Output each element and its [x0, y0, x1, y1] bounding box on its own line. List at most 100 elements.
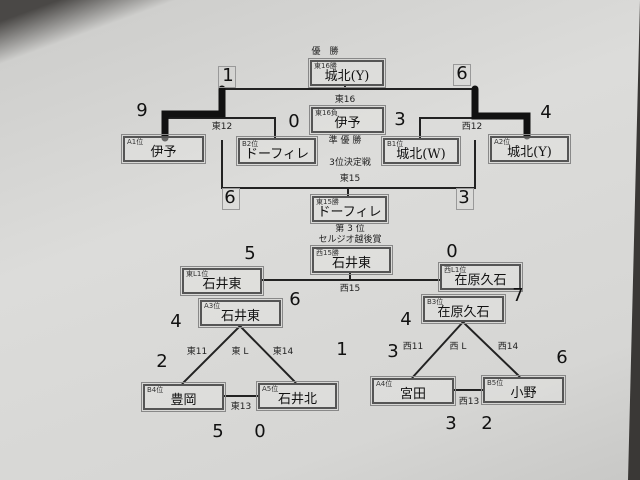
e13-label: 東13: [230, 402, 252, 412]
third-box: 東15勝ドーフィレ: [310, 194, 389, 224]
w15-label: 西15: [339, 284, 361, 294]
score-box: [222, 188, 240, 210]
score-a4-bottom: 3: [445, 413, 457, 434]
score-third-left: 6: [224, 187, 236, 208]
b1-box: B1位城北(W): [381, 136, 461, 166]
third-line: [221, 140, 476, 196]
wl1-box: 西L1位在原久石: [438, 262, 523, 292]
e11-label: 東11: [186, 347, 208, 357]
box-tag: 東16勝: [314, 62, 337, 70]
team-name: 宮田: [399, 387, 426, 402]
eL-label: 東 L: [231, 347, 249, 357]
third-label: 第 3 位: [335, 224, 365, 234]
el1-box: 東L1位石井東: [180, 266, 264, 296]
champion-label: 優 勝: [311, 47, 339, 57]
team-name: 在原久石: [437, 305, 490, 320]
score-wl1: 0: [446, 241, 458, 262]
team-name: 石井東: [331, 256, 371, 271]
score-third-right: 3: [458, 187, 470, 208]
box-tag: A4位: [376, 380, 393, 388]
final-line: [222, 86, 475, 90]
score-b3-left: 4: [400, 309, 412, 330]
runner-up-label: 準 優 勝: [328, 136, 362, 146]
score-a5-top: 1: [336, 339, 348, 360]
box-tag: B4位: [147, 386, 164, 394]
box-tag: 東L1位: [186, 270, 209, 278]
score-box: [453, 64, 471, 86]
box-tag: A5位: [262, 385, 279, 393]
west-triangle: [411, 320, 521, 391]
award-label: セルジオ越後賞: [318, 235, 382, 245]
score-a1: 9: [136, 100, 148, 121]
team-name: 石井北: [277, 392, 317, 407]
wL-label: 西 L: [449, 342, 467, 352]
box-tag: 東15勝: [316, 198, 339, 206]
score-box: [218, 66, 236, 88]
team-name: 石井東: [220, 309, 260, 324]
box-tag: B5位: [487, 379, 504, 387]
score-a5-bottom: 0: [254, 421, 266, 442]
winner-marker-left: [161, 85, 226, 142]
score-final-right: 6: [456, 63, 468, 84]
score-b5-bottom: 2: [481, 413, 493, 434]
e14-label: 東14: [272, 347, 294, 357]
b5-box: B5位小野: [481, 375, 566, 405]
w14-label: 西14: [497, 342, 519, 352]
score-final-left: 1: [222, 65, 234, 86]
team-name: 豊岡: [170, 393, 197, 408]
team-name: 在原久石: [454, 273, 507, 288]
champion-box: 東16勝城北(Y): [308, 58, 386, 88]
w13-label: 西13: [458, 397, 480, 407]
score-a3-right: 6: [289, 289, 301, 310]
score-b4-top: 2: [156, 351, 168, 372]
east-triangle: [181, 324, 297, 397]
b2-box: B2位ドーフィレ: [236, 136, 318, 166]
team-name: ドーフィレ: [245, 147, 309, 162]
score-b3-right: 7: [512, 285, 524, 306]
a2-box: A2位城北(Y): [488, 134, 571, 164]
team-name: 伊予: [150, 145, 177, 160]
team-name: ドーフィレ: [317, 205, 382, 220]
team-name: 伊予: [334, 116, 361, 131]
box-tag: A2位: [494, 138, 511, 146]
a1-box: A1位伊予: [121, 134, 206, 164]
team-name: 小野: [510, 386, 537, 401]
a4-box: A4位宮田: [370, 376, 456, 406]
box-tag: 東16負: [315, 109, 338, 117]
team-name: 石井東: [202, 277, 242, 292]
winner-marker-right: [471, 85, 531, 140]
third-match-label: 3位決定戦: [329, 158, 371, 168]
score-a2: 4: [540, 102, 552, 123]
box-tag: B3位: [427, 298, 444, 306]
score-a4-top: 3: [387, 341, 399, 362]
team-name: 城北(Y): [324, 69, 370, 84]
team-name: 城北(Y): [507, 145, 552, 160]
box-tag: B1位: [387, 140, 404, 148]
a5-box: A5位石井北: [256, 381, 339, 411]
runner-up-box: 東16負伊予: [309, 105, 386, 135]
award-box: 西15勝石井東: [310, 245, 393, 275]
box-tag: A1位: [127, 138, 144, 146]
award-line: [262, 272, 440, 281]
score-b1: 3: [394, 109, 406, 130]
w12-label: 西12: [461, 122, 483, 132]
score-el1: 5: [244, 243, 256, 264]
e16-label: 東16: [334, 95, 356, 105]
score-b2: 0: [288, 111, 300, 132]
b4-box: B4位豊岡: [141, 382, 226, 412]
team-name: 城北(W): [396, 147, 446, 162]
e12-label: 東12: [211, 122, 233, 132]
b3-box: B3位在原久石: [421, 294, 506, 324]
score-box: [456, 188, 474, 210]
box-tag: 西15勝: [316, 249, 339, 257]
score-b5-top: 6: [556, 347, 568, 368]
box-tag: 西L1位: [444, 266, 467, 274]
box-tag: B2位: [242, 140, 259, 148]
score-b4-bottom: 5: [212, 421, 224, 442]
box-tag: A3位: [204, 302, 221, 310]
e15-label: 東15: [339, 174, 361, 184]
score-a3-left: 4: [170, 311, 182, 332]
w11-label: 西11: [402, 342, 424, 352]
